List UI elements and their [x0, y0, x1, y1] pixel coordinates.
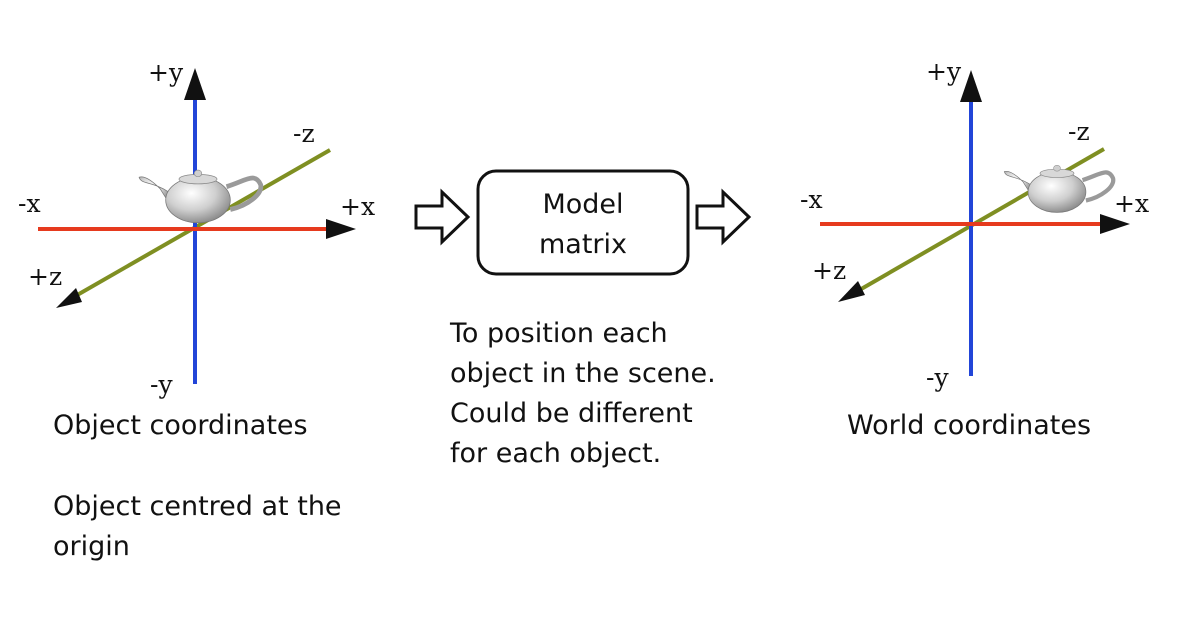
- model-matrix-description-line3: Could be different: [450, 398, 693, 429]
- left-plus-z-label: +z: [28, 262, 62, 291]
- model-matrix-box: [476, 169, 690, 276]
- object-coordinates-caption: Object coordinates: [53, 410, 308, 441]
- object-coordinates-axes: [38, 68, 356, 384]
- model-matrix-description-line2: object in the scene.: [450, 358, 716, 389]
- left-plus-y-label: +y: [148, 58, 184, 87]
- left-minus-x-label: -x: [18, 189, 41, 218]
- object-centred-note-line2: origin: [53, 531, 130, 562]
- model-matrix-box-line2: matrix: [539, 229, 627, 260]
- model-matrix-description-line1: To position each: [450, 318, 668, 349]
- teapot-icon: [139, 170, 261, 223]
- world-coordinates-caption: World coordinates: [847, 410, 1092, 441]
- x-axis-arrowhead: [326, 219, 356, 239]
- right-minus-y-label: -y: [926, 363, 949, 392]
- right-minus-z-label: -z: [1068, 117, 1090, 146]
- right-minus-x-label: -x: [800, 185, 823, 214]
- right-plus-z-label: +z: [812, 256, 846, 285]
- world-coordinates-axes: [820, 70, 1130, 376]
- hollow-right-arrow-icon: [695, 190, 751, 244]
- x-axis-arrowhead: [1100, 214, 1130, 234]
- hollow-right-arrow-icon: [414, 190, 470, 244]
- z-axis-arrowhead: [56, 288, 82, 308]
- model-matrix-description-line4: for each object.: [450, 438, 662, 469]
- left-minus-z-label: -z: [293, 119, 315, 148]
- right-plus-y-label: +y: [926, 57, 962, 86]
- left-plus-x-label: +x: [340, 192, 375, 221]
- teapot-icon: [1004, 165, 1113, 212]
- model-matrix-box-line1: Model: [542, 189, 623, 220]
- right-plus-x-label: +x: [1114, 189, 1149, 218]
- z-axis-arrowhead: [838, 281, 865, 302]
- object-centred-note-line1: Object centred at the: [53, 491, 342, 522]
- y-axis-arrowhead: [184, 68, 206, 100]
- z-axis-line: [71, 148, 331, 300]
- left-minus-y-label: -y: [150, 370, 173, 399]
- y-axis-arrowhead: [960, 70, 982, 102]
